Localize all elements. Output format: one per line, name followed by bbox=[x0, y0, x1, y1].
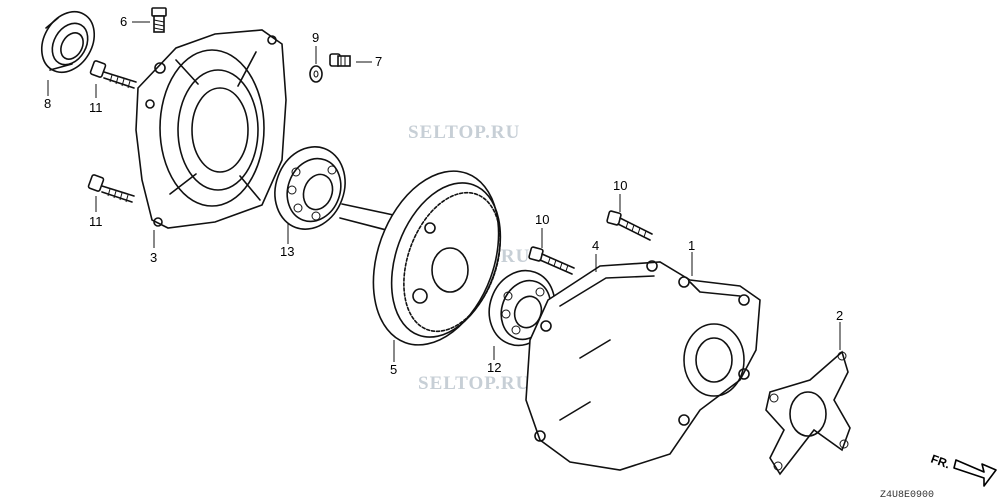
callout-number: 11 bbox=[89, 214, 103, 229]
callout-number: 5 bbox=[390, 362, 397, 377]
callout-number: 11 bbox=[89, 100, 103, 115]
part-plug bbox=[329, 53, 351, 67]
callout-number: 9 bbox=[312, 30, 319, 45]
part-gasket bbox=[765, 350, 851, 476]
callout-number: 6 bbox=[120, 14, 127, 29]
front-direction-indicator: FR. bbox=[929, 452, 997, 487]
part-ball-bearing bbox=[274, 146, 346, 230]
callout-number: 4 bbox=[592, 238, 599, 253]
arrow-icon bbox=[953, 459, 997, 487]
part-washer bbox=[309, 65, 323, 83]
watermark: SELTOP.RU bbox=[408, 122, 520, 143]
callout-number: 13 bbox=[280, 244, 294, 259]
part-bolt bbox=[528, 246, 575, 275]
part-housing-cover bbox=[135, 29, 287, 229]
part-bolt bbox=[151, 7, 167, 33]
part-oil-seal bbox=[40, 11, 96, 73]
callout-number: 2 bbox=[836, 308, 843, 323]
callout-number: 10 bbox=[613, 178, 627, 193]
callout-number: 8 bbox=[44, 96, 51, 111]
callout-number: 1 bbox=[688, 238, 695, 253]
leader-lines bbox=[47, 21, 841, 362]
callout-number: 3 bbox=[150, 250, 157, 265]
part-ring-gear bbox=[339, 170, 502, 346]
part-flange-bolt bbox=[89, 60, 137, 89]
watermark: SELTOP.RU bbox=[418, 373, 530, 394]
part-gear-case bbox=[525, 260, 761, 471]
diagram-code: Z4U8E0900 bbox=[880, 490, 934, 499]
part-bolt bbox=[606, 210, 653, 241]
part-flange-bolt bbox=[87, 174, 135, 203]
callout-number: 7 bbox=[375, 54, 382, 69]
direction-label: FR. bbox=[929, 452, 952, 472]
callout-number: 10 bbox=[535, 212, 549, 227]
callout-number: 12 bbox=[487, 360, 501, 375]
